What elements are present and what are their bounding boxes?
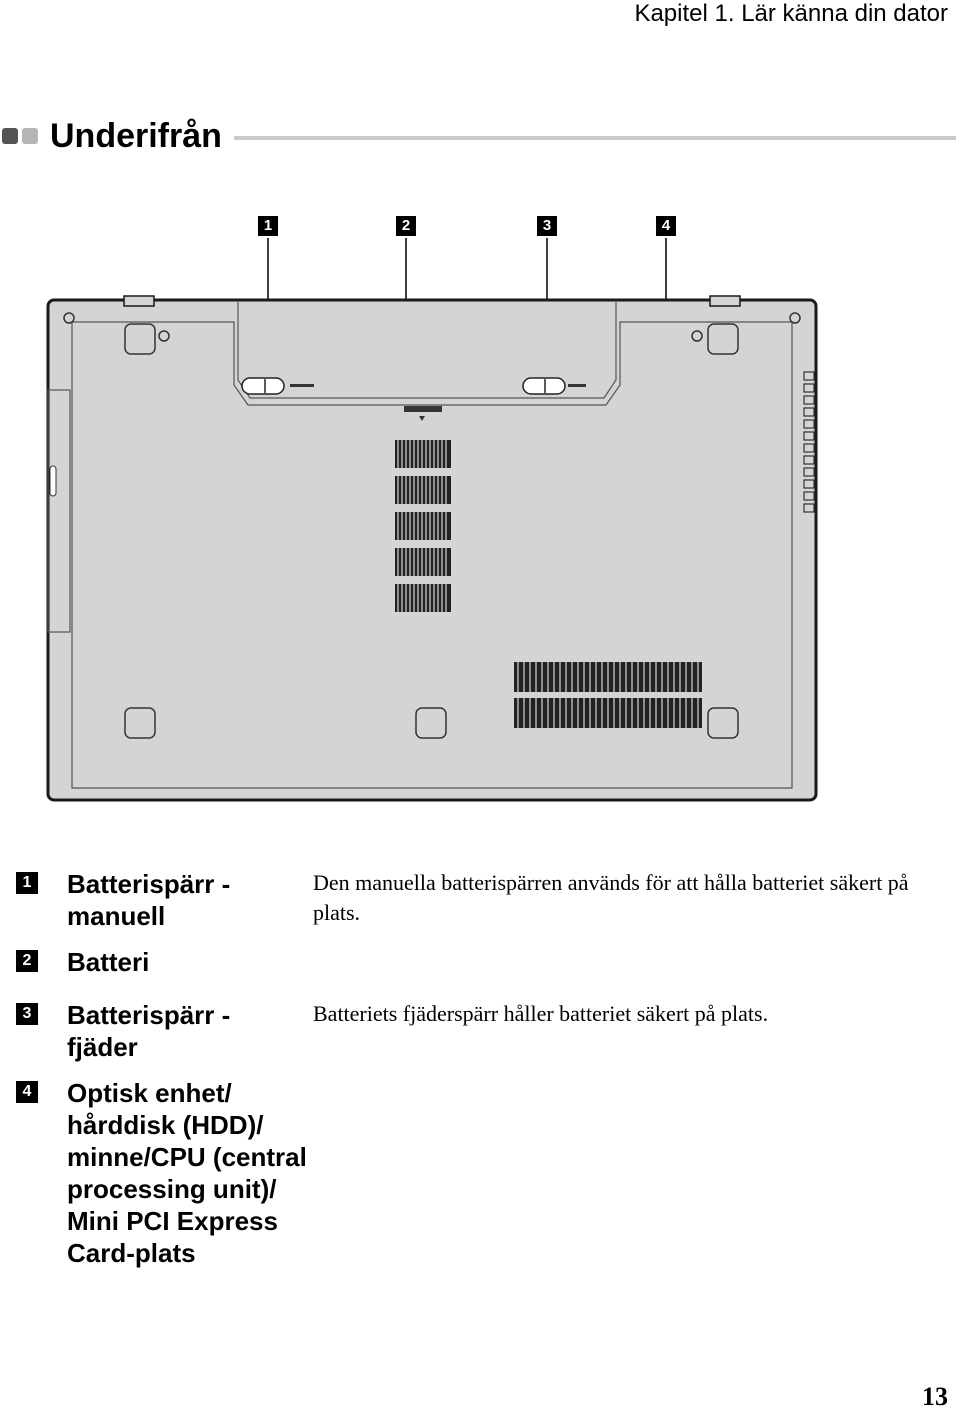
section-heading: Underifrån xyxy=(0,112,960,162)
latch-manual xyxy=(241,377,285,395)
item-label: Batteri xyxy=(67,947,150,977)
bottom-cover-outline xyxy=(71,321,793,789)
hinge-right xyxy=(709,295,741,307)
item-number: 3 xyxy=(16,1003,38,1025)
section-rule xyxy=(234,136,956,140)
section-title: Underifrån xyxy=(50,117,222,155)
item-label: Optisk enhet/ hårddisk (HDD)/ minne/CPU … xyxy=(67,1078,307,1268)
arrow-marker xyxy=(419,416,425,421)
item-number: 1 xyxy=(16,872,38,894)
laptop-bottom-illustration xyxy=(46,238,818,802)
latch-spring xyxy=(522,377,566,395)
foot-bl xyxy=(124,707,156,739)
latch-icons-left xyxy=(290,384,314,387)
heading-bullet-light xyxy=(22,128,38,144)
item-label: Batterispärr - manuell xyxy=(67,869,231,931)
regulatory-icons xyxy=(404,406,442,412)
screw-2 xyxy=(691,330,703,342)
foot-br xyxy=(707,707,739,739)
callout-2: 2 xyxy=(396,216,416,236)
foot-tr xyxy=(707,323,739,355)
hinge-left xyxy=(123,295,155,307)
optical-drive-bay xyxy=(47,389,71,633)
page-number: 13 xyxy=(922,1382,948,1411)
chapter-header: Kapitel 1. Lär känna din dator xyxy=(634,0,948,27)
laptop-bottom-diagram: 1 2 3 4 xyxy=(0,200,960,820)
screw-tl xyxy=(63,312,75,324)
eject-button xyxy=(49,465,57,497)
callout-3: 3 xyxy=(537,216,557,236)
foot-bm xyxy=(415,707,447,739)
screw-tr xyxy=(789,312,801,324)
item-description: Batteriets fjäderspärr håller batteriet … xyxy=(313,1001,769,1026)
battery-outline xyxy=(237,302,617,399)
screw-1 xyxy=(158,330,170,342)
latch-icons-right xyxy=(568,384,586,387)
callout-1: 1 xyxy=(258,216,278,236)
foot-tl xyxy=(124,323,156,355)
item-label: Batterispärr - fjäder xyxy=(67,1000,231,1062)
item-number: 2 xyxy=(16,950,38,972)
item-description: Den manuella batterispärren används för … xyxy=(313,870,909,925)
item-number: 4 xyxy=(16,1081,38,1103)
callout-4: 4 xyxy=(656,216,676,236)
heading-bullet-dark xyxy=(2,128,18,144)
